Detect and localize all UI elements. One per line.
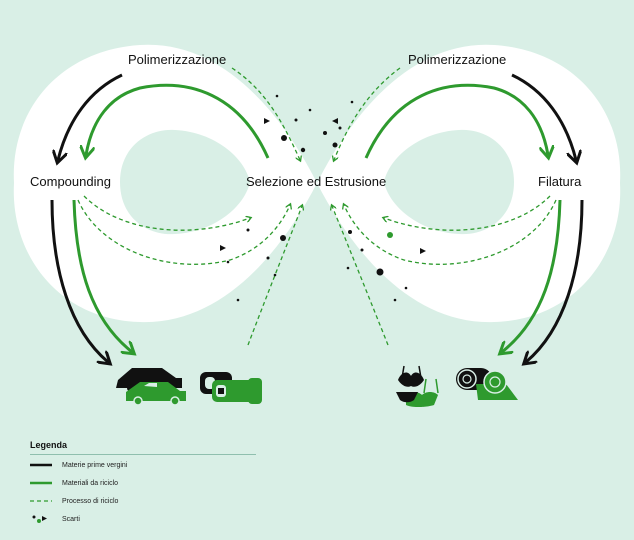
label-polymerization-left: Polimerizzazione — [128, 52, 227, 67]
legend-swatch-recycled — [30, 478, 52, 488]
legend-label-recycled: Materiali da riciclo — [62, 479, 119, 487]
legend-swatch-virgin — [30, 460, 52, 470]
legend-item-virgin: Materie prime vergini — [30, 457, 260, 473]
legend-swatch-process — [30, 496, 52, 506]
label-selection-extrusion: Selezione ed Estrusione — [246, 174, 387, 189]
recycling-process-arrows — [77, 67, 557, 346]
legend: Legenda Materie prime vergini Materiali … — [30, 440, 260, 527]
legend-label-process: Processo di riciclo — [62, 497, 119, 505]
infinity-loop — [13, 44, 621, 323]
recycled-material-arrows — [72, 83, 562, 352]
car-icon — [116, 368, 186, 406]
arrow-virgin-left-top — [58, 73, 123, 160]
legend-item-process: Processo di riciclo — [30, 493, 260, 509]
arrow-recycled-left-bottom — [72, 199, 132, 352]
label-compounding: Compounding — [30, 174, 111, 189]
legend-label-virgin: Materie prime vergini — [62, 461, 128, 469]
arrow-recycled-right-top — [364, 83, 548, 158]
fabric-roll-icon — [456, 368, 518, 400]
virgin-material-arrows — [50, 73, 584, 362]
legend-item-recycled: Materiali da riciclo — [30, 475, 260, 491]
legend-title: Legenda — [30, 440, 256, 455]
arrow-recycled-left-top — [86, 83, 270, 158]
legend-label-waste: Scarti — [62, 515, 80, 523]
arrow-virgin-left-bottom — [50, 199, 108, 362]
arrow-virgin-right-top — [511, 73, 576, 160]
waste-dots — [220, 94, 426, 302]
arrow-virgin-right-bottom — [526, 199, 584, 362]
legend-swatch-waste — [30, 514, 52, 524]
plug-icon — [200, 372, 262, 404]
arrow-recycled-right-bottom — [502, 199, 562, 352]
waste-dot-green — [387, 232, 393, 238]
legend-item-waste: Scarti — [30, 511, 260, 527]
label-polymerization-right: Polimerizzazione — [408, 52, 507, 67]
label-spinning: Filatura — [538, 174, 582, 189]
swimwear-icon — [396, 365, 439, 407]
